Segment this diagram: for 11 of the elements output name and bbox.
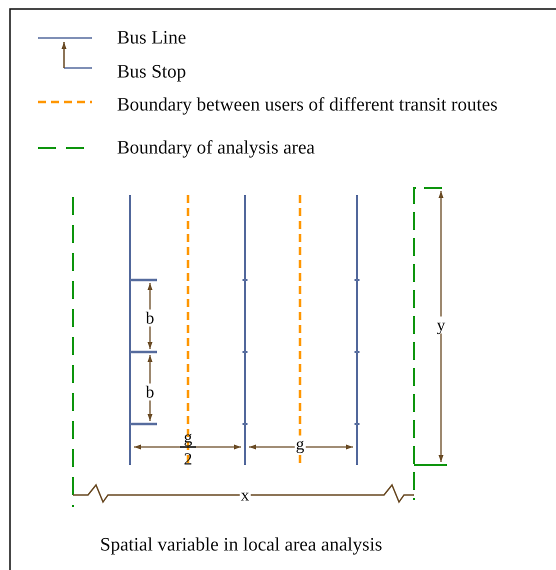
dimension-label: y (436, 316, 446, 334)
dimension-label: b (144, 384, 156, 400)
dimension-label: g (182, 428, 194, 446)
legend-label: Boundary of analysis area (117, 138, 315, 158)
dimension-label: 2 (182, 450, 194, 468)
legend-label: Bus Stop (117, 62, 186, 82)
legend-label: Bus Line (117, 28, 186, 48)
dimension-label: b (144, 310, 156, 326)
legend-label: Boundary between users of different transit routes (117, 96, 498, 114)
dimension-label: g (294, 436, 306, 452)
caption: Spatial variable in local area analysis (100, 536, 382, 554)
